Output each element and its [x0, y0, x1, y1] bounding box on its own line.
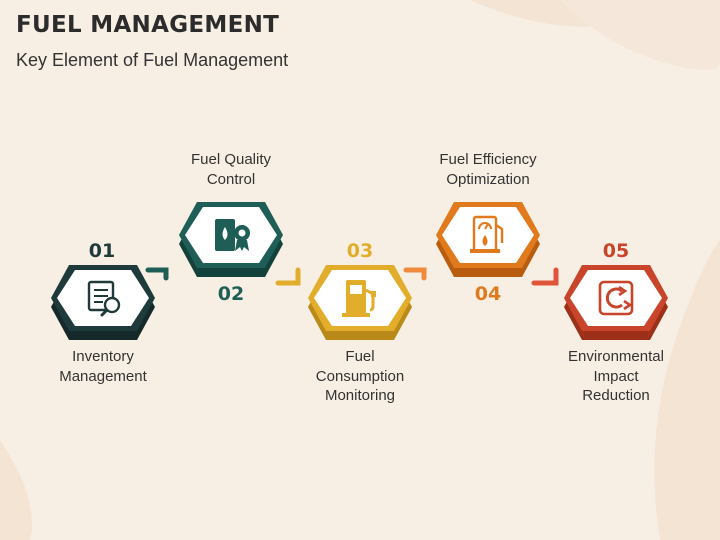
connectors: [145, 267, 559, 286]
step-1-node: [51, 265, 155, 340]
step-2-node: [179, 202, 283, 277]
fuel-gauge-icon: [470, 215, 504, 253]
step-3-number: 03: [346, 240, 374, 262]
step-5-number: 05: [602, 240, 630, 262]
connector-1-2: [145, 267, 169, 281]
step-2-number: 02: [217, 283, 245, 305]
fuel-quality-icon: [215, 219, 250, 251]
connector-2-3: [275, 267, 301, 286]
step-4-number: 04: [474, 283, 502, 305]
step-4-node: [436, 202, 540, 277]
connector-4-5: [531, 267, 559, 286]
step-5-node: [564, 265, 668, 340]
page-subtitle: Key Element of Fuel Management: [16, 50, 289, 70]
step-4-hexagon-face: [442, 207, 534, 263]
page-title: FUEL MANAGEMENT: [16, 12, 280, 38]
recycle-icon: [598, 280, 634, 316]
fuel-pump-icon: [342, 280, 376, 317]
connector-3-4: [403, 267, 427, 281]
step-1-number: 01: [88, 240, 116, 262]
step-3-node: [308, 265, 412, 340]
step-5-hexagon-face: [570, 270, 662, 326]
step-1-hexagon-face: [57, 270, 149, 326]
inventory-icon: [87, 280, 121, 317]
